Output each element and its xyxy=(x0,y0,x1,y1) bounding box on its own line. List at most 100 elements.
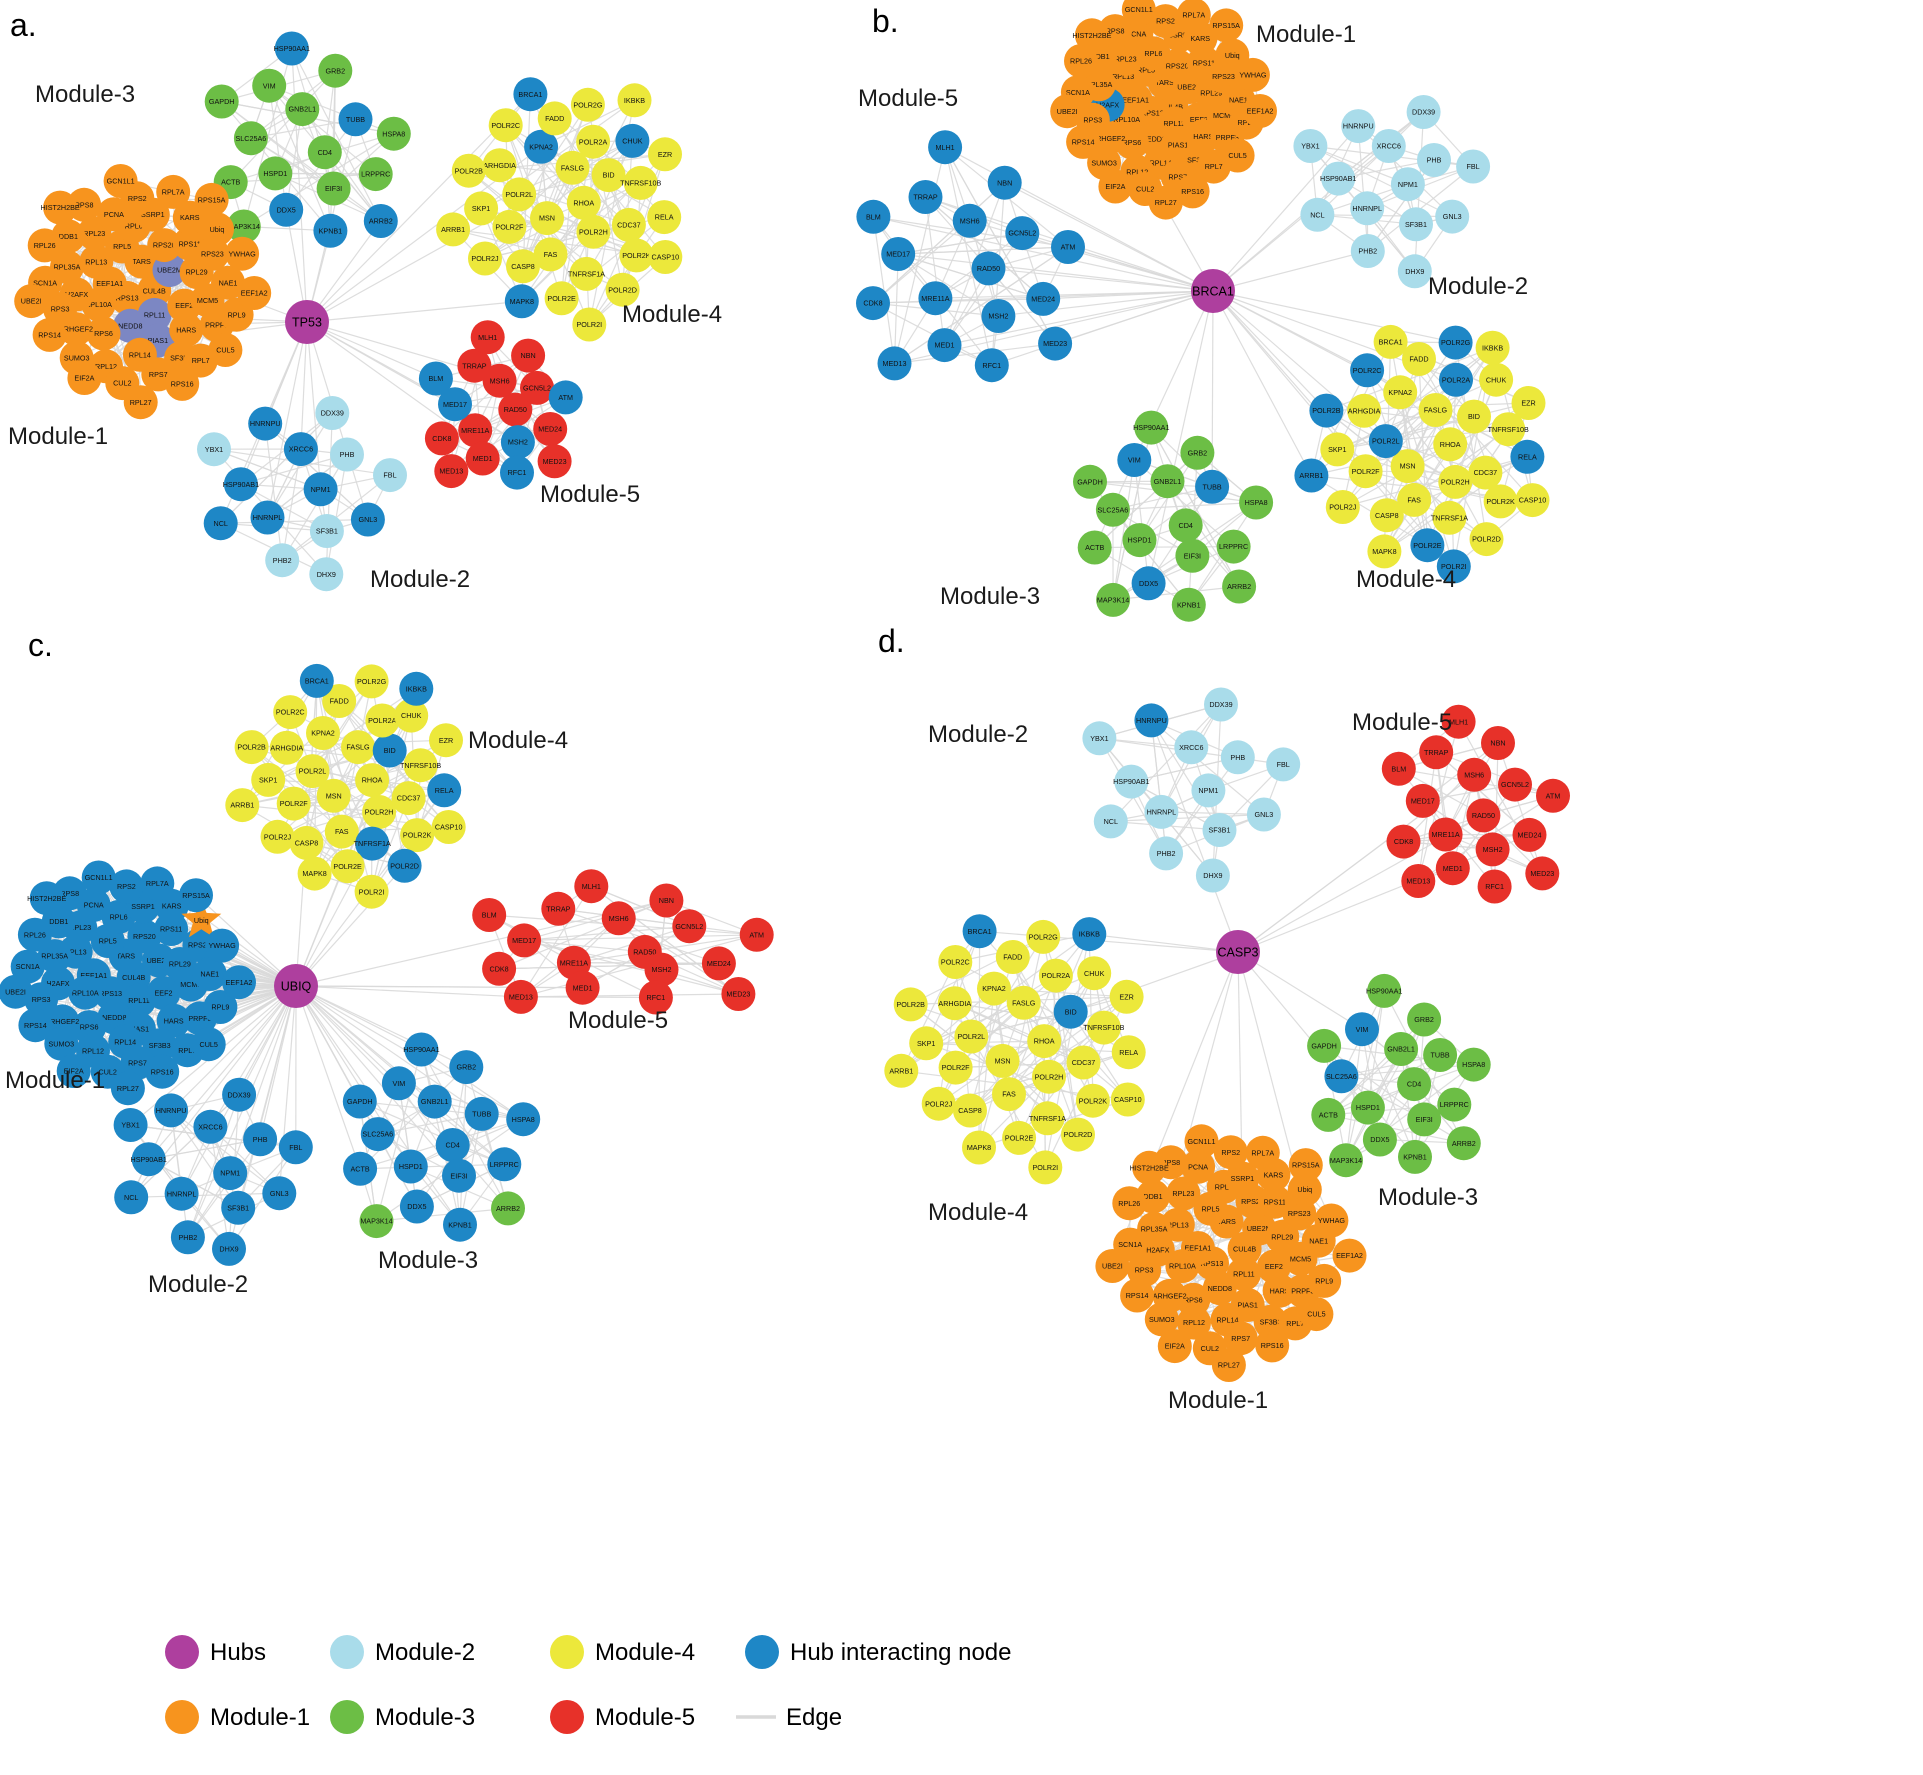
node-MED23: MED23 xyxy=(537,444,572,479)
node-HSPA8: HSPA8 xyxy=(376,116,411,151)
module-label: Module-4 xyxy=(1356,566,1456,593)
node-ARHGDIA: ARHGDIA xyxy=(937,986,972,1021)
node-POLR2K: POLR2K xyxy=(619,238,654,273)
node-EIF3I: EIF3I xyxy=(442,1158,476,1193)
node-EEF1A2: EEF1A2 xyxy=(237,276,272,310)
node-GNB2L1: GNB2L1 xyxy=(1384,1032,1419,1066)
module-label: Module-4 xyxy=(468,727,568,754)
module-label: Module-5 xyxy=(568,1007,668,1034)
panel-label-b: b. xyxy=(872,3,899,39)
node-HSPA8: HSPA8 xyxy=(1456,1047,1491,1082)
node-GRB2: GRB2 xyxy=(1180,435,1215,470)
node-MED1: MED1 xyxy=(465,441,500,476)
node-GCN5L2: GCN5L2 xyxy=(1498,767,1532,802)
node-MED13: MED13 xyxy=(503,979,538,1014)
module-label: Module-5 xyxy=(540,481,640,508)
node-HSP90AA1: HSP90AA1 xyxy=(1366,973,1402,1008)
node-RELA: RELA xyxy=(647,200,682,235)
node-MED24: MED24 xyxy=(701,946,736,981)
node-POLR2C: POLR2C xyxy=(273,695,308,730)
node-RPL26: RPL26 xyxy=(27,228,62,263)
legend-item-module-5: Module-5 xyxy=(550,1700,695,1734)
node-BID: BID xyxy=(372,733,407,768)
node-GRB2: GRB2 xyxy=(449,1050,484,1085)
node-POLR2K: POLR2K xyxy=(400,818,435,853)
legend-item-hub-interacting-node: Hub interacting node xyxy=(745,1635,1011,1669)
node-TRRAP: TRRAP xyxy=(541,891,576,926)
node-EZR: EZR xyxy=(1109,979,1144,1014)
node-RPL7A: RPL7A xyxy=(1245,1135,1280,1170)
node-RPS15A: RPS15A xyxy=(179,878,213,913)
module-label: Module-2 xyxy=(928,721,1028,748)
panel-label-c: c. xyxy=(28,627,53,663)
node-KPNA2: KPNA2 xyxy=(977,971,1011,1006)
node-VIM: VIM xyxy=(1117,443,1152,477)
legend-label: Module-4 xyxy=(595,1639,695,1666)
node-MED23: MED23 xyxy=(1525,856,1560,891)
node-ARHGDIA: ARHGDIA xyxy=(269,730,304,765)
node-MLH1: MLH1 xyxy=(928,130,963,165)
node-MED23: MED23 xyxy=(721,977,756,1011)
node-DDX39: DDX39 xyxy=(222,1077,257,1112)
node-POLR2L: POLR2L xyxy=(502,177,537,212)
node-KPNA2: KPNA2 xyxy=(1383,375,1418,410)
node-MED24: MED24 xyxy=(533,412,568,446)
node-CD4: CD4 xyxy=(307,135,342,170)
node-KPNA2: KPNA2 xyxy=(306,716,340,750)
node-MAPK8: MAPK8 xyxy=(962,1130,996,1165)
node-RPS14: RPS14 xyxy=(18,1008,53,1043)
node-POLR2E: POLR2E xyxy=(544,281,579,316)
node-SLC25A6: SLC25A6 xyxy=(233,121,268,156)
node-GNB2L1: GNB2L1 xyxy=(1150,464,1185,499)
node-BID: BID xyxy=(1053,994,1088,1029)
node-FBL: FBL xyxy=(373,458,407,493)
node-SLC25A6: SLC25A6 xyxy=(1095,492,1130,527)
node-GRB2: GRB2 xyxy=(1407,1002,1442,1037)
node-EIF2A: EIF2A xyxy=(67,361,102,395)
node-GAPDH: GAPDH xyxy=(342,1084,377,1119)
legend-module4-swatch-icon xyxy=(550,1635,584,1669)
node-FADD: FADD xyxy=(537,101,572,136)
legend-item-edge: Edge xyxy=(736,1704,842,1731)
node-MED1: MED1 xyxy=(1435,851,1470,886)
module-label: Module-3 xyxy=(940,583,1040,610)
module-label: Module-1 xyxy=(1168,1387,1268,1414)
node-ARHGDIA: ARHGDIA xyxy=(482,148,517,183)
node-POLR2G: POLR2G xyxy=(1438,325,1473,360)
node-YWHAG: YWHAG xyxy=(225,236,260,271)
node-SKP1: SKP1 xyxy=(1320,432,1355,467)
node-RFC1: RFC1 xyxy=(1477,869,1512,904)
node-HNRNPU: HNRNPU xyxy=(154,1093,189,1128)
legend-module1-swatch-icon xyxy=(165,1700,199,1734)
node-GCN1L1: GCN1L1 xyxy=(103,164,138,198)
node-PHB2: PHB2 xyxy=(170,1220,205,1255)
node-CDC37: CDC37 xyxy=(1066,1045,1101,1080)
node-POLR2A: POLR2A xyxy=(365,703,400,738)
node-IKBKB: IKBKB xyxy=(617,83,652,118)
node-HSP90AB1: HSP90AB1 xyxy=(131,1142,167,1177)
node-LRPPRC: LRPPRC xyxy=(358,157,393,192)
node-RELA: RELA xyxy=(427,773,462,808)
node-HSPD1: HSPD1 xyxy=(258,156,293,191)
node-ARRB1: ARRB1 xyxy=(1294,458,1329,493)
node-DHX9: DHX9 xyxy=(309,557,344,592)
node-RHOA: RHOA xyxy=(355,763,390,798)
node-POLR2D: POLR2D xyxy=(387,848,422,883)
node-FASLG: FASLG xyxy=(1418,393,1453,427)
node-GCN5L2: GCN5L2 xyxy=(672,909,707,944)
node-MED24: MED24 xyxy=(1512,817,1547,852)
module-label: Module-2 xyxy=(148,1271,248,1298)
node-XRCC6: XRCC6 xyxy=(1371,129,1406,163)
hub-label: TP53 xyxy=(292,316,322,330)
node-RELA: RELA xyxy=(1111,1035,1146,1070)
node-MED24: MED24 xyxy=(1026,281,1061,316)
node-HSP90AA1: HSP90AA1 xyxy=(403,1032,440,1067)
node-BLM: BLM xyxy=(472,898,507,932)
node-RPL7A: RPL7A xyxy=(156,174,191,209)
node-NPM1: NPM1 xyxy=(213,1156,248,1191)
node-BLM: BLM xyxy=(418,361,453,396)
node-ARRB2: ARRB2 xyxy=(1222,569,1257,604)
node-POLR2A: POLR2A xyxy=(1439,362,1473,397)
